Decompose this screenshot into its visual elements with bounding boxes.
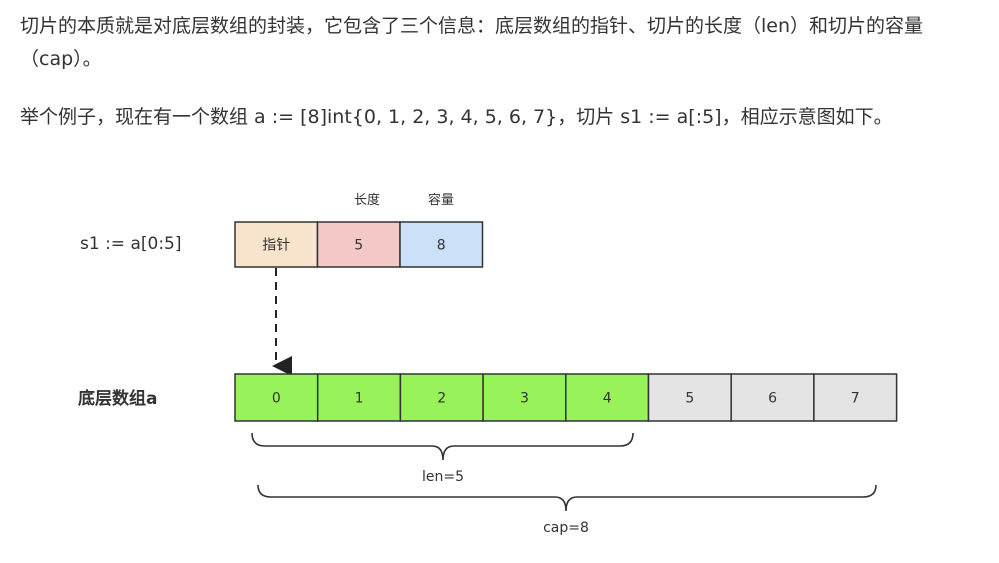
- array-cell-3-value: 3: [520, 391, 529, 407]
- len-brace-label: len=5: [422, 469, 464, 485]
- array-cell-3-box: [482, 373, 567, 422]
- array-cell-2-box: [399, 373, 484, 422]
- cap-brace-label: cap=8: [543, 520, 589, 536]
- slice-len-cell-value: 5: [354, 238, 363, 254]
- array-cell-5-box: [647, 373, 732, 422]
- array-label: 底层数组a: [78, 388, 157, 409]
- slice-pointer-cell-box: [234, 221, 319, 268]
- array-cell-6: 6: [730, 373, 815, 422]
- slice-struct: 指针 5 8: [234, 221, 484, 268]
- example-paragraph: 举个例子，现在有一个数组 a := [8]int{0, 1, 2, 3, 4, …: [20, 106, 893, 128]
- slice-len-cell-box: [316, 221, 401, 268]
- array-cell-1-box: [316, 373, 402, 422]
- array-cell-1: 1: [316, 373, 402, 422]
- intro-paragraph: 切片的本质就是对底层数组的封装，它包含了三个信息：底层数组的指针、切片的长度（l…: [20, 15, 924, 70]
- len-brace: [251, 432, 634, 461]
- array-cell-7-value: 7: [851, 391, 860, 407]
- slice-pointer-cell-value: 指针: [262, 238, 290, 254]
- slice-label: s1 := a[0:5]: [80, 234, 182, 254]
- array-cell-7: 7: [813, 373, 898, 422]
- underlying-array: 0 1 2 3 4 5 6 7: [234, 373, 898, 422]
- array-cell-2-value: 2: [437, 391, 446, 407]
- slice-cap-cell-value: 8: [437, 238, 446, 254]
- array-cell-4: 4: [565, 373, 650, 422]
- array-cell-6-box: [730, 373, 815, 422]
- array-cell-1-value: 1: [355, 391, 364, 407]
- header-cap: 容量: [428, 192, 454, 208]
- array-cell-0-value: 0: [272, 391, 281, 407]
- array-cell-3: 3: [482, 373, 567, 422]
- slice-len-cell: 5: [316, 221, 401, 268]
- array-cell-7-box: [813, 373, 898, 422]
- array-cell-4-value: 4: [603, 391, 612, 407]
- array-cell-2: 2: [399, 373, 484, 422]
- header-len: 长度: [354, 192, 380, 208]
- slice-pointer-cell: 指针: [234, 221, 319, 268]
- array-cell-6-value: 6: [768, 391, 777, 407]
- array-cell-5: 5: [647, 373, 732, 422]
- slice-cap-cell: 8: [399, 221, 484, 268]
- slice-cap-cell-box: [399, 221, 484, 268]
- cap-brace: [257, 484, 877, 512]
- array-cell-0-box: [234, 373, 319, 422]
- array-cell-5-value: 5: [685, 391, 694, 407]
- array-cell-4-box: [565, 373, 650, 422]
- array-cell-0: 0: [234, 373, 319, 422]
